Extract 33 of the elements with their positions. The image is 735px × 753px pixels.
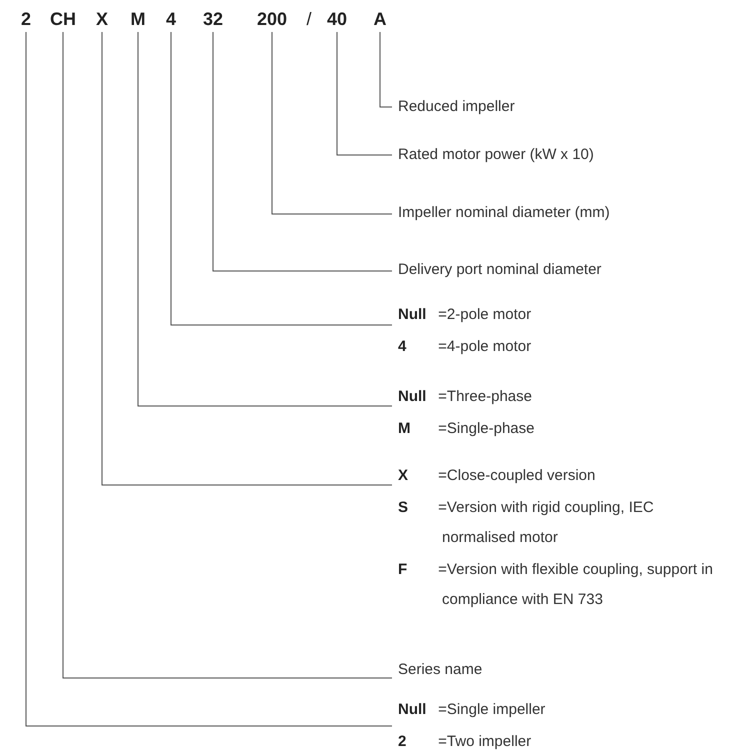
description-text: Null =Single impeller	[398, 700, 546, 720]
code-letter: 4	[166, 8, 176, 30]
description-text: Delivery port nominal diameter	[398, 260, 602, 280]
code-letter: CH	[50, 8, 76, 30]
description-text: Null =Three-phase	[398, 387, 533, 407]
description-text: M =Single-phase	[398, 419, 536, 439]
code-letter: 200	[256, 8, 288, 30]
code-letter: M	[130, 8, 146, 30]
leader-line	[380, 32, 392, 108]
description-text: 4 =4-pole motor	[398, 337, 532, 357]
leader-line	[336, 32, 392, 156]
description-text: Null =2-pole motor	[398, 305, 532, 325]
leader-line	[170, 32, 392, 326]
leader-line	[102, 32, 392, 486]
description-text: Impeller nominal diameter (mm)	[398, 203, 611, 223]
leader-line	[138, 32, 392, 406]
code-letter: 32	[202, 8, 224, 30]
description-text: 2 =Two impeller	[398, 732, 532, 752]
code-letter: 40	[326, 8, 348, 30]
description-text: S =Version with rigid coupling, IEC normalised motor	[398, 498, 655, 548]
code-letter: A	[374, 8, 386, 30]
description-text: X =Close-coupled version	[398, 466, 596, 486]
separator-slash: /	[306, 8, 312, 30]
code-letter: 2	[21, 8, 31, 30]
leader-line	[26, 32, 392, 726]
leader-line	[272, 32, 392, 214]
leader-line	[212, 32, 392, 272]
description-text: Rated motor power (kW x 10)	[398, 145, 595, 165]
code-letter: X	[96, 8, 108, 30]
leader-line	[62, 32, 392, 678]
description-text: F =Version with flexible coupling, support in compliance with EN 733	[398, 560, 714, 610]
description-text: Reduced impeller	[398, 97, 516, 117]
description-text: Series name	[398, 660, 484, 680]
